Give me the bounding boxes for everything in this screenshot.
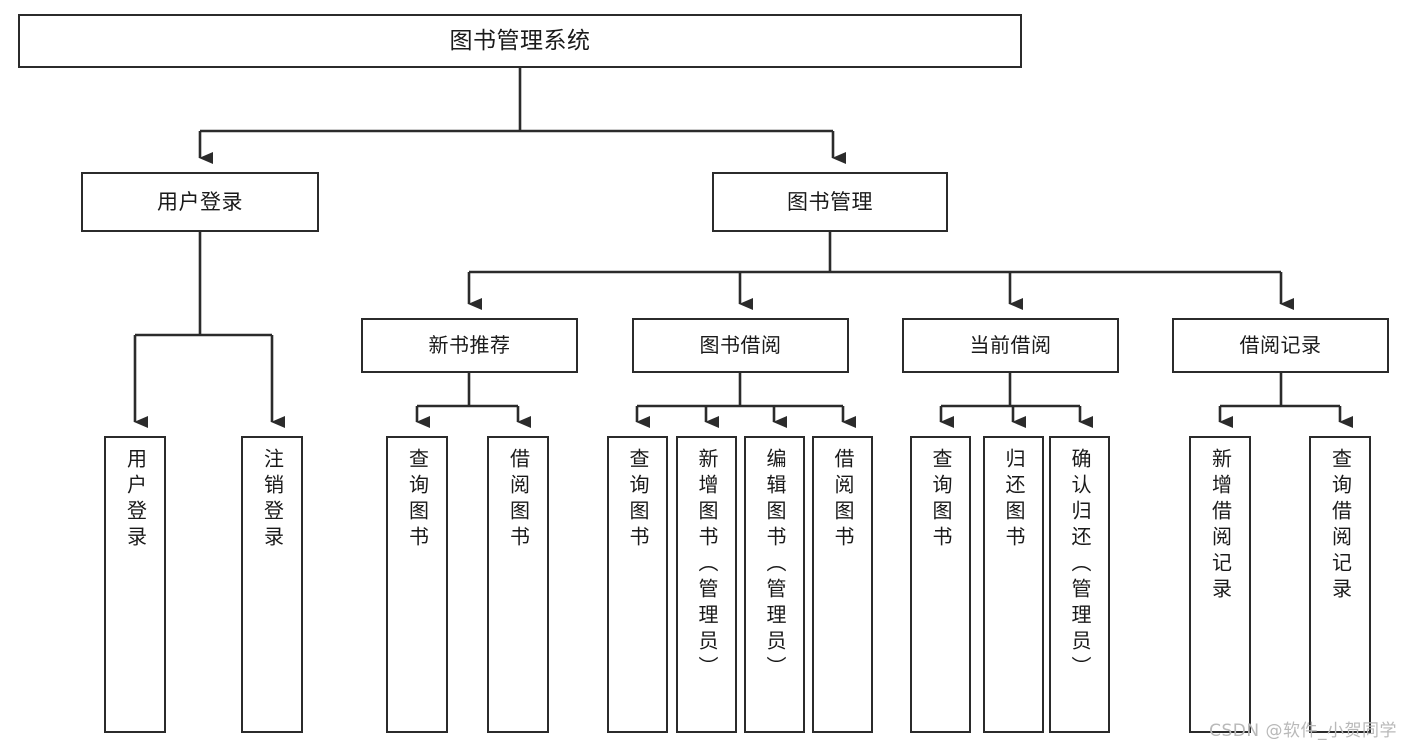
- node-user-login[interactable]: 用户登录: [81, 172, 319, 232]
- node-leaf-confirm-return-admin[interactable]: 确认归还（管理员）: [1049, 436, 1110, 733]
- node-leaf-logout[interactable]: 注销登录: [241, 436, 303, 733]
- node-label: 归还图书: [1002, 448, 1026, 552]
- node-leaf-query-borrow-record[interactable]: 查询借阅记录: [1309, 436, 1371, 733]
- node-new-book-recommend[interactable]: 新书推荐: [361, 318, 578, 373]
- node-label: 查询借阅记录: [1328, 448, 1353, 604]
- node-label: 借阅图书: [831, 448, 855, 552]
- watermark-text: CSDN @软件_小贺同学: [1209, 721, 1397, 741]
- node-borrow-record[interactable]: 借阅记录: [1172, 318, 1389, 373]
- node-label: 查询图书: [405, 448, 430, 552]
- node-label: 当前借阅: [969, 333, 1052, 357]
- node-label: 查询图书: [626, 448, 650, 552]
- node-label: 编辑图书（管理员）: [763, 448, 787, 682]
- node-leaf-borrow-book-newbook[interactable]: 借阅图书: [487, 436, 549, 733]
- node-label: 注销登录: [260, 448, 285, 552]
- node-label: 图书管理系统: [449, 27, 591, 54]
- node-label: 用户登录: [157, 189, 243, 214]
- node-label: 新增图书（管理员）: [695, 448, 719, 682]
- node-book-borrow[interactable]: 图书借阅: [632, 318, 849, 373]
- node-leaf-query-book-newbook[interactable]: 查询图书: [386, 436, 448, 733]
- node-leaf-borrow-book[interactable]: 借阅图书: [812, 436, 873, 733]
- node-root-system[interactable]: 图书管理系统: [18, 14, 1022, 68]
- node-book-management[interactable]: 图书管理: [712, 172, 948, 232]
- node-label: 用户登录: [123, 448, 148, 552]
- node-label: 图书借阅: [699, 333, 782, 357]
- node-label: 确认归还（管理员）: [1068, 448, 1092, 682]
- node-label: 新书推荐: [428, 333, 511, 357]
- node-leaf-query-book-borrow[interactable]: 查询图书: [607, 436, 668, 733]
- node-label: 新增借阅记录: [1208, 448, 1233, 604]
- node-leaf-add-borrow-record[interactable]: 新增借阅记录: [1189, 436, 1251, 733]
- node-leaf-return-book[interactable]: 归还图书: [983, 436, 1044, 733]
- node-label: 借阅记录: [1239, 333, 1322, 357]
- node-current-borrow[interactable]: 当前借阅: [902, 318, 1119, 373]
- node-label: 借阅图书: [506, 448, 531, 552]
- node-leaf-query-book-current[interactable]: 查询图书: [910, 436, 971, 733]
- node-label: 查询图书: [929, 448, 953, 552]
- node-label: 图书管理: [787, 189, 873, 214]
- node-leaf-add-book-admin[interactable]: 新增图书（管理员）: [676, 436, 737, 733]
- node-leaf-user-login[interactable]: 用户登录: [104, 436, 166, 733]
- node-leaf-edit-book-admin[interactable]: 编辑图书（管理员）: [744, 436, 805, 733]
